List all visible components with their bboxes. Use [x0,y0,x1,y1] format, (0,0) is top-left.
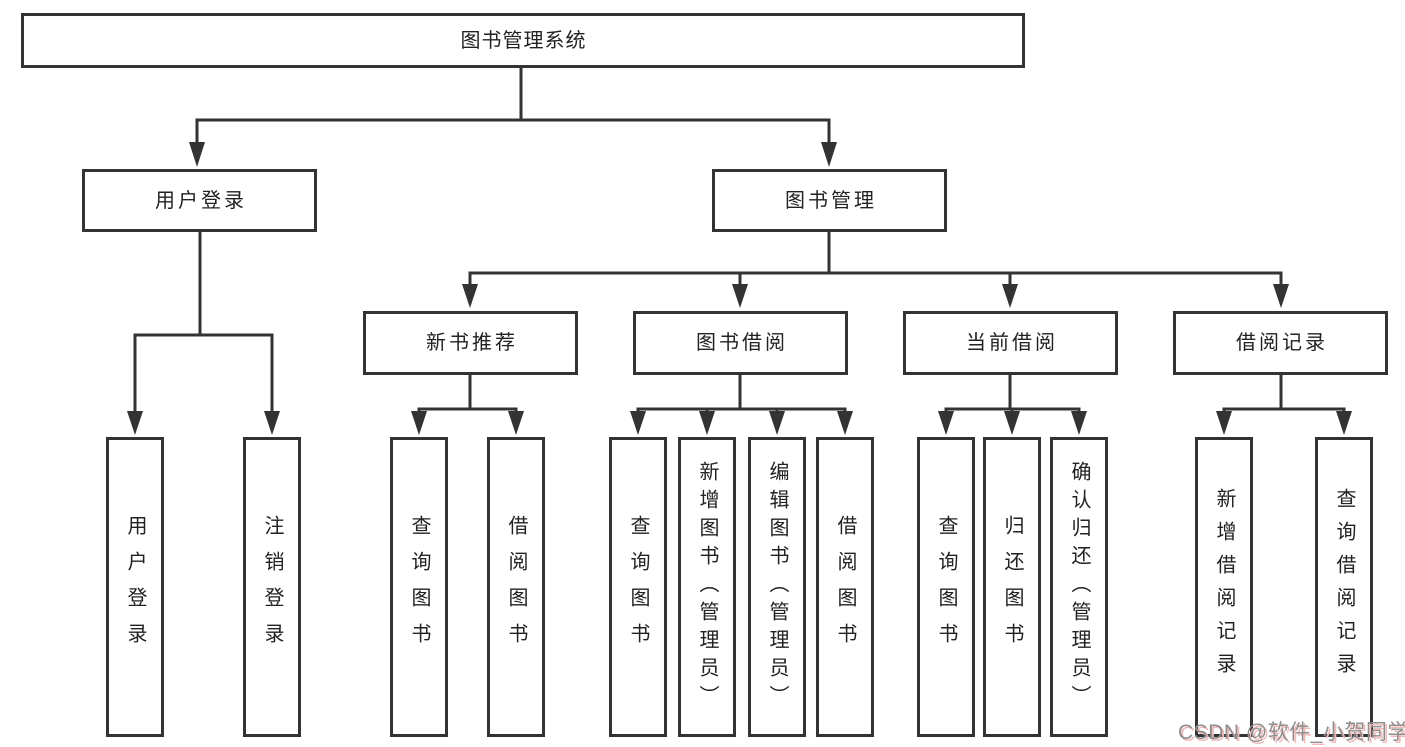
node-leaf-return-books-label: 归还图书 [1001,515,1023,659]
node-leaf-confirm-return-admin-label: 确认归还（管理员） [1068,461,1090,713]
node-leaf-query-books-borrowing-label: 查询图书 [627,515,649,659]
node-borrowing-records-label: 借阅记录 [1236,332,1328,354]
node-leaf-user-login: 用户登录 [106,437,164,737]
node-new-book-recommend: 新书推荐 [363,311,578,375]
node-leaf-return-books: 归还图书 [983,437,1041,737]
node-leaf-query-books-current: 查询图书 [917,437,975,737]
node-book-management-label: 图书管理 [785,189,877,212]
node-new-book-recommend-label: 新书推荐 [426,332,518,354]
node-current-borrowing-label: 当前借阅 [966,332,1058,354]
csdn-watermark: CSDN @软件_小贺同学 [1178,721,1405,744]
node-book-borrowing: 图书借阅 [633,311,848,375]
node-leaf-borrow-books-borrowing: 借阅图书 [816,437,874,737]
node-user-login: 用户登录 [82,169,317,232]
node-library-management-system-label: 图书管理系统 [460,29,587,52]
arrowheads [127,142,1352,435]
node-leaf-query-books-current-label: 查询图书 [935,515,957,659]
node-leaf-logout-label: 注销登录 [261,515,283,659]
node-leaf-edit-books-admin-label: 编辑图书（管理员） [766,461,788,713]
node-leaf-add-books-admin-label: 新增图书（管理员） [696,461,718,713]
node-library-management-system: 图书管理系统 [21,13,1025,68]
node-book-management: 图书管理 [712,169,947,232]
node-leaf-borrow-books-recommend-label: 借阅图书 [505,515,527,659]
node-leaf-edit-books-admin: 编辑图书（管理员） [748,437,806,737]
node-leaf-query-borrow-record: 查询借阅记录 [1315,437,1373,737]
node-leaf-query-books-borrowing: 查询图书 [609,437,667,737]
node-leaf-add-borrow-record-label: 新增借阅记录 [1213,488,1235,686]
node-user-login-label: 用户登录 [155,189,247,212]
node-leaf-confirm-return-admin: 确认归还（管理员） [1050,437,1108,737]
node-leaf-query-books-recommend: 查询图书 [390,437,448,737]
node-book-borrowing-label: 图书借阅 [696,332,788,354]
node-leaf-add-books-admin: 新增图书（管理员） [678,437,736,737]
node-current-borrowing: 当前借阅 [903,311,1118,375]
node-leaf-borrow-books-borrowing-label: 借阅图书 [834,515,856,659]
node-leaf-query-books-recommend-label: 查询图书 [408,515,430,659]
node-leaf-borrow-books-recommend: 借阅图书 [487,437,545,737]
node-leaf-user-login-label: 用户登录 [124,515,146,659]
node-borrowing-records: 借阅记录 [1173,311,1388,375]
node-leaf-add-borrow-record: 新增借阅记录 [1195,437,1253,737]
node-leaf-logout: 注销登录 [243,437,301,737]
node-leaf-query-borrow-record-label: 查询借阅记录 [1333,488,1355,686]
